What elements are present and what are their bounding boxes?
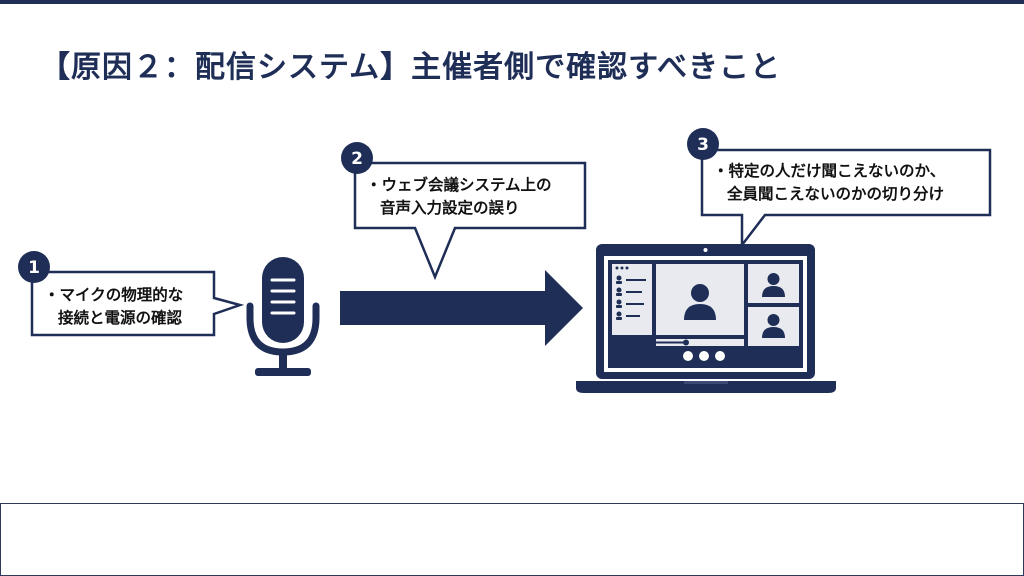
callout-3-line-1: ・特定の人だけ聞こえないのか、 xyxy=(713,162,946,180)
callout-1-number-badge xyxy=(18,251,50,283)
control-button-1 xyxy=(683,351,693,361)
slide-title: 【原因２：配信システム】主催者側で確認すべきこと xyxy=(40,50,781,85)
microphone-icon xyxy=(246,257,320,376)
callout-2-number-badge xyxy=(341,142,373,174)
control-button-2 xyxy=(699,351,709,361)
callout-3-number: 3 xyxy=(697,135,709,155)
callout-1-line-1: ・マイクの物理的な xyxy=(44,286,184,304)
participant-list-panel xyxy=(612,264,652,335)
callout-1-line-2: 接続と電源の確認 xyxy=(58,309,183,327)
progress-bar xyxy=(656,339,744,346)
callout-1-text: ・マイクの物理的な 接続と電源の確認 xyxy=(44,284,183,330)
callout-3-text: ・特定の人だけ聞こえないのか、 全員聞こえないのかの切り分け xyxy=(713,160,945,206)
callout-2-text: ・ウェブ会議システム上の 音声入力設定の誤り xyxy=(366,174,552,220)
callout-2-number: 2 xyxy=(351,149,363,169)
callout-1-number: 1 xyxy=(28,258,40,278)
callout-3-number-badge xyxy=(687,128,719,160)
laptop-video-conference-icon xyxy=(576,244,836,393)
callout-3: 3 xyxy=(687,128,992,249)
callout-2-line-2: 音声入力設定の誤り xyxy=(380,199,520,217)
notes-box xyxy=(0,503,1024,576)
video-tile-2 xyxy=(748,307,799,346)
control-button-3 xyxy=(715,351,725,361)
callout-1: 1 xyxy=(18,251,245,337)
callout-2-line-1: ・ウェブ会議システム上の xyxy=(366,176,552,194)
callout-3-line-2: 全員聞こえないのかの切り分け xyxy=(727,185,945,203)
arrow-right-icon xyxy=(340,270,583,346)
callout-2: 2 xyxy=(341,142,587,281)
top-rule xyxy=(0,0,1024,4)
